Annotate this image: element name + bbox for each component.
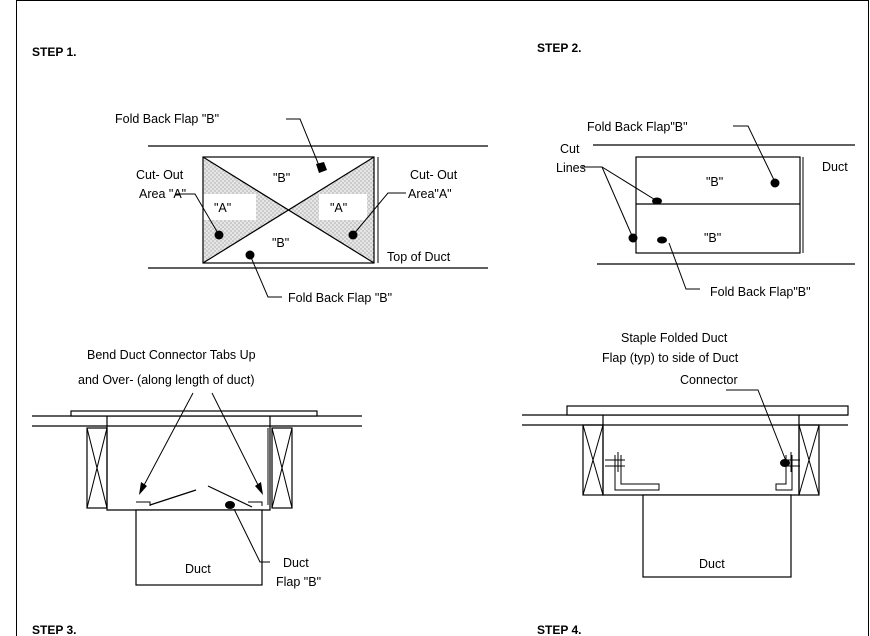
duct-flap-label-2: Flap "B" [276, 575, 321, 589]
flap-b-bottom-label: "B" [704, 231, 721, 245]
duct-label: Duct [185, 562, 211, 576]
top-of-duct-label: Top of Duct [387, 250, 451, 264]
flap-b-top-label: "B" [273, 171, 290, 185]
flap-b-top-label: "B" [706, 175, 723, 189]
flap-b-bottom-label: "B" [272, 236, 289, 250]
area-a-right-label: "A" [330, 201, 347, 215]
staple-label-3: Connector [680, 373, 738, 387]
step-2-label: STEP 2. [537, 41, 581, 55]
step-2-diagram: Fold Back Flap"B" "B" "B" Duct Cut Lines… [556, 120, 855, 299]
step-4-diagram: Staple Folded Duct Flap (typ) to side of… [522, 331, 849, 578]
ceiling-plate [566, 405, 849, 416]
cut-lines-label-1: Cut [560, 142, 580, 156]
duct-body [635, 156, 801, 254]
fold-back-flap-b-top-label: Fold Back Flap "B" [115, 112, 219, 126]
callout-dot [657, 236, 667, 244]
cut-out-left-label-2: Area "A" [139, 187, 186, 201]
step-3-diagram: Bend Duct Connector Tabs Up and Over- (a… [32, 348, 362, 589]
a-label-bg-right [319, 194, 367, 220]
cut-out-right-label-2: Area"A" [408, 187, 452, 201]
cut-out-left-label-1: Cut- Out [136, 168, 184, 182]
step-1-label: STEP 1. [32, 45, 76, 59]
a-label-bg-left [202, 194, 256, 220]
callout-dot [225, 501, 235, 509]
staple-label-1: Staple Folded Duct [621, 331, 728, 345]
arrow-head [255, 482, 263, 495]
duct-label: Duct [699, 557, 725, 571]
duct-flap-label-1: Duct [283, 556, 309, 570]
area-a-left-label: "A" [214, 201, 231, 215]
step-3-label: STEP 3. [32, 623, 76, 636]
fold-back-flap-b-bottom-label: Fold Back Flap "B" [288, 291, 392, 305]
cut-lines-label-2: Lines [556, 161, 586, 175]
callout-dot [628, 233, 638, 243]
framing-right [271, 427, 293, 509]
step-1-diagram: "B" "B" "A" "A" Fold Back Flap "B" Cut- … [115, 112, 488, 305]
staple-label-2: Flap (typ) to side of Duct [602, 351, 739, 365]
duct-label: Duct [822, 160, 848, 174]
callout-dot [780, 459, 790, 467]
duct-body [642, 494, 792, 578]
arrow-head [139, 482, 147, 495]
bend-tabs-label-1: Bend Duct Connector Tabs Up [87, 348, 256, 362]
page-border [16, 0, 869, 636]
fold-back-flap-b-bottom-label: Fold Back Flap"B" [710, 285, 811, 299]
fold-back-flap-b-top-label: Fold Back Flap"B" [587, 120, 688, 134]
callout-dot [770, 178, 780, 188]
cut-out-right-label-1: Cut- Out [410, 168, 458, 182]
callout-dot [652, 197, 662, 205]
callout-dot [348, 230, 358, 240]
step-4-label: STEP 4. [537, 623, 581, 636]
callout-dot [214, 230, 224, 240]
ceiling-plate [70, 410, 318, 417]
callout-dot [316, 162, 327, 173]
bend-tabs-label-2: and Over- (along length of duct) [78, 373, 255, 387]
